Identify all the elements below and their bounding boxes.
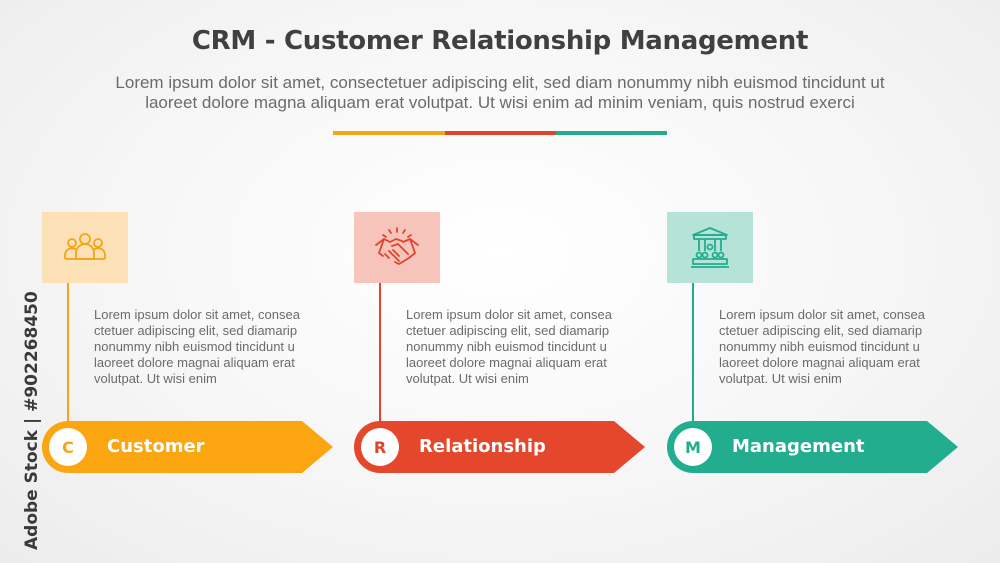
step-label: Management [732, 436, 865, 457]
description-line: nonummy nibh euismod tincidunt u [719, 339, 920, 354]
divider-red [445, 131, 556, 135]
description-line: nonummy nibh euismod tincidunt u [406, 339, 607, 354]
subtitle: Lorem ipsum dolor sit amet, consectetuer… [60, 73, 940, 113]
description-line: ctetuer adipiscing elit, sed diamarip [719, 323, 923, 338]
description-line: laoreet dolore magnai aliquam erat [406, 355, 607, 370]
description-line: volutpat. Ut wisi enim [94, 371, 217, 386]
arrow-banner-customer: C Customer [42, 421, 334, 473]
subtitle-line-1: Lorem ipsum dolor sit amet, consectetuer… [115, 73, 885, 92]
description-line: volutpat. Ut wisi enim [406, 371, 529, 386]
icon-box-customer [42, 212, 128, 283]
description-line: ctetuer adipiscing elit, sed diamarip [406, 323, 610, 338]
arrow-shape [667, 421, 958, 473]
description-management: Lorem ipsum dolor sit amet, consea ctetu… [719, 307, 969, 387]
step-customer: Lorem ipsum dolor sit amet, consea ctetu… [42, 0, 352, 563]
people-group-icon [64, 232, 106, 260]
icon-box-management [667, 212, 753, 283]
management-building-icon [691, 226, 729, 268]
description-customer: Lorem ipsum dolor sit amet, consea ctetu… [94, 307, 344, 387]
step-label: Customer [107, 436, 205, 457]
arrow-shape [42, 421, 333, 473]
icon-box-relationship [354, 212, 440, 283]
description-line: ctetuer adipiscing elit, sed diamarip [94, 323, 298, 338]
connector-line [379, 283, 381, 423]
subtitle-line-2: laoreet dolore magna aliquam erat volutp… [145, 93, 855, 112]
arrow-banner-management: M Management [667, 421, 959, 473]
divider-orange [333, 131, 445, 135]
description-line: Lorem ipsum dolor sit amet, consea [406, 307, 612, 322]
step-management: Lorem ipsum dolor sit amet, consea ctetu… [667, 0, 977, 563]
description-line: laoreet dolore magnai aliquam erat [94, 355, 295, 370]
stock-watermark: Adobe Stock | #902268450 [22, 291, 42, 550]
connector-line [692, 283, 694, 423]
description-relationship: Lorem ipsum dolor sit amet, consea ctetu… [406, 307, 656, 387]
description-line: nonummy nibh euismod tincidunt u [94, 339, 295, 354]
arrow-banner-relationship: R Relationship [354, 421, 646, 473]
description-line: volutpat. Ut wisi enim [719, 371, 842, 386]
step-relationship: Lorem ipsum dolor sit amet, consea ctetu… [354, 0, 664, 563]
letter-badge: R [361, 428, 399, 466]
description-line: laoreet dolore magnai aliquam erat [719, 355, 920, 370]
description-line: Lorem ipsum dolor sit amet, consea [719, 307, 925, 322]
connector-line [67, 283, 69, 423]
description-line: Lorem ipsum dolor sit amet, consea [94, 307, 300, 322]
handshake-icon [375, 226, 419, 265]
letter-badge: C [49, 428, 87, 466]
step-label: Relationship [419, 436, 546, 457]
page-title: CRM - Customer Relationship Management [191, 26, 809, 56]
arrow-shape [354, 421, 645, 473]
divider-teal [556, 131, 667, 135]
letter-badge: M [674, 428, 712, 466]
